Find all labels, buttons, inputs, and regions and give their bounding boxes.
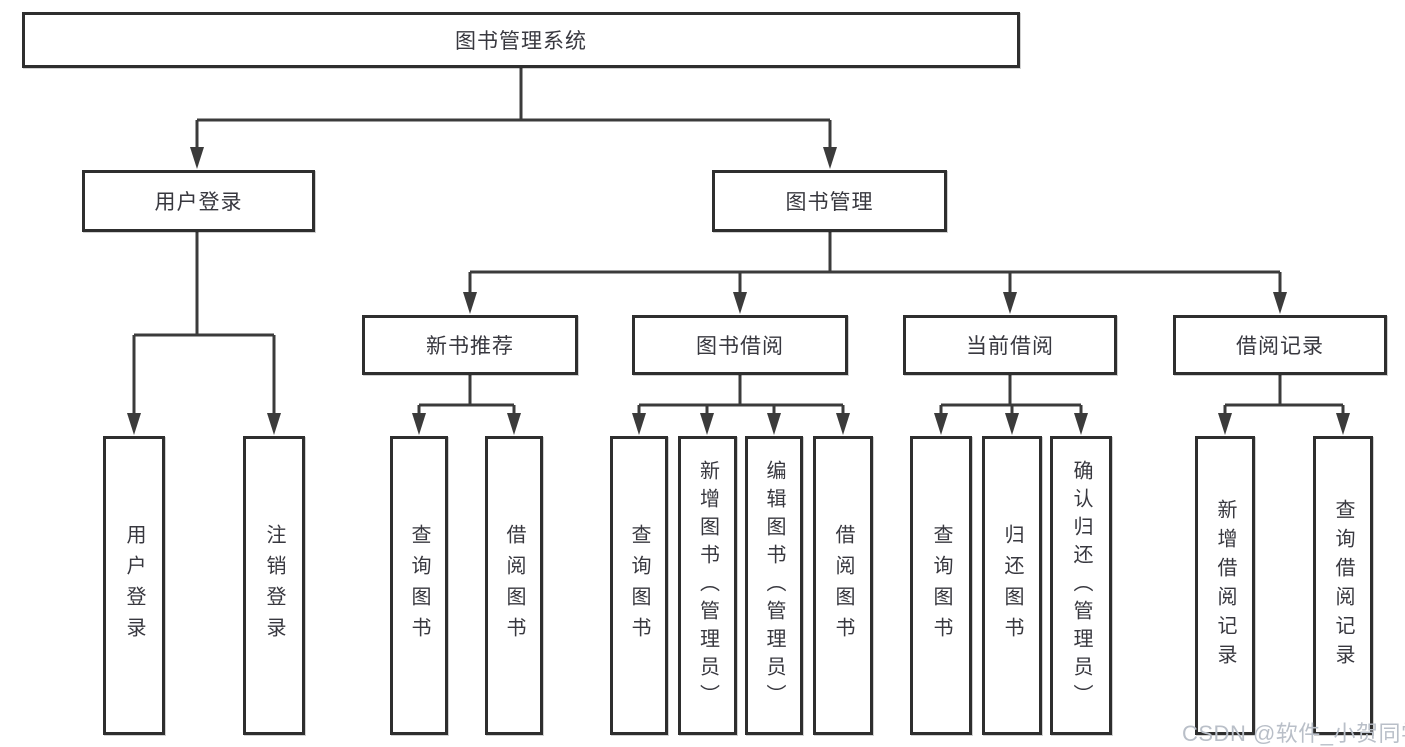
node-book-borrowing: 图书借阅 bbox=[632, 315, 848, 375]
node-library-management-system: 图书管理系统 bbox=[22, 12, 1020, 68]
node-label: 借阅图书 bbox=[503, 523, 525, 648]
node-label: 图书管理系统 bbox=[455, 30, 587, 53]
node-leaf-add-books-admin: 新增图书（管理员） bbox=[678, 436, 737, 735]
node-leaf-edit-books-admin: 编辑图书（管理员） bbox=[745, 436, 803, 735]
node-user-login-branch: 用户登录 bbox=[82, 170, 315, 232]
node-label: 用户登录 bbox=[123, 523, 145, 648]
node-leaf-borrow-books-recommend: 借阅图书 bbox=[485, 436, 543, 735]
node-book-management-branch: 图书管理 bbox=[712, 170, 947, 232]
node-leaf-borrow-books: 借阅图书 bbox=[813, 436, 873, 735]
node-label: 查询图书 bbox=[930, 523, 952, 648]
node-leaf-user-login: 用户登录 bbox=[103, 436, 165, 735]
node-leaf-query-books-current: 查询图书 bbox=[910, 436, 972, 735]
node-label: 确认归还（管理员） bbox=[1070, 459, 1092, 712]
node-label: 当前借阅 bbox=[966, 335, 1054, 358]
node-label: 图书管理 bbox=[785, 191, 874, 214]
node-label: 查询图书 bbox=[628, 523, 650, 648]
node-leaf-return-books: 归还图书 bbox=[982, 436, 1042, 735]
node-label: 查询图书 bbox=[408, 523, 430, 648]
node-leaf-confirm-return-admin: 确认归还（管理员） bbox=[1050, 436, 1112, 735]
csdn-watermark: CSDN @软件_小贺同学 bbox=[1182, 721, 1405, 746]
node-current-borrowing: 当前借阅 bbox=[903, 315, 1117, 375]
node-leaf-add-borrow-record: 新增借阅记录 bbox=[1195, 436, 1255, 735]
node-new-book-recommendation: 新书推荐 bbox=[362, 315, 578, 375]
node-label: 借阅记录 bbox=[1236, 335, 1324, 358]
node-leaf-logout: 注销登录 bbox=[243, 436, 305, 735]
node-leaf-query-books-borrow: 查询图书 bbox=[610, 436, 668, 735]
arrowheads bbox=[127, 147, 1350, 435]
node-label: 用户登录 bbox=[154, 191, 243, 214]
node-borrowing-records: 借阅记录 bbox=[1173, 315, 1387, 375]
node-label: 图书借阅 bbox=[696, 335, 784, 358]
node-leaf-query-books-recommend: 查询图书 bbox=[390, 436, 448, 735]
node-label: 新书推荐 bbox=[426, 335, 514, 358]
node-label: 新增借阅记录 bbox=[1214, 498, 1236, 673]
node-label: 编辑图书（管理员） bbox=[763, 459, 785, 712]
node-leaf-query-borrow-record: 查询借阅记录 bbox=[1313, 436, 1373, 735]
node-label: 新增图书（管理员） bbox=[696, 459, 719, 712]
node-label: 归还图书 bbox=[1001, 523, 1023, 648]
node-label: 查询借阅记录 bbox=[1332, 498, 1354, 673]
node-label: 借阅图书 bbox=[832, 523, 854, 648]
node-label: 注销登录 bbox=[263, 523, 285, 648]
